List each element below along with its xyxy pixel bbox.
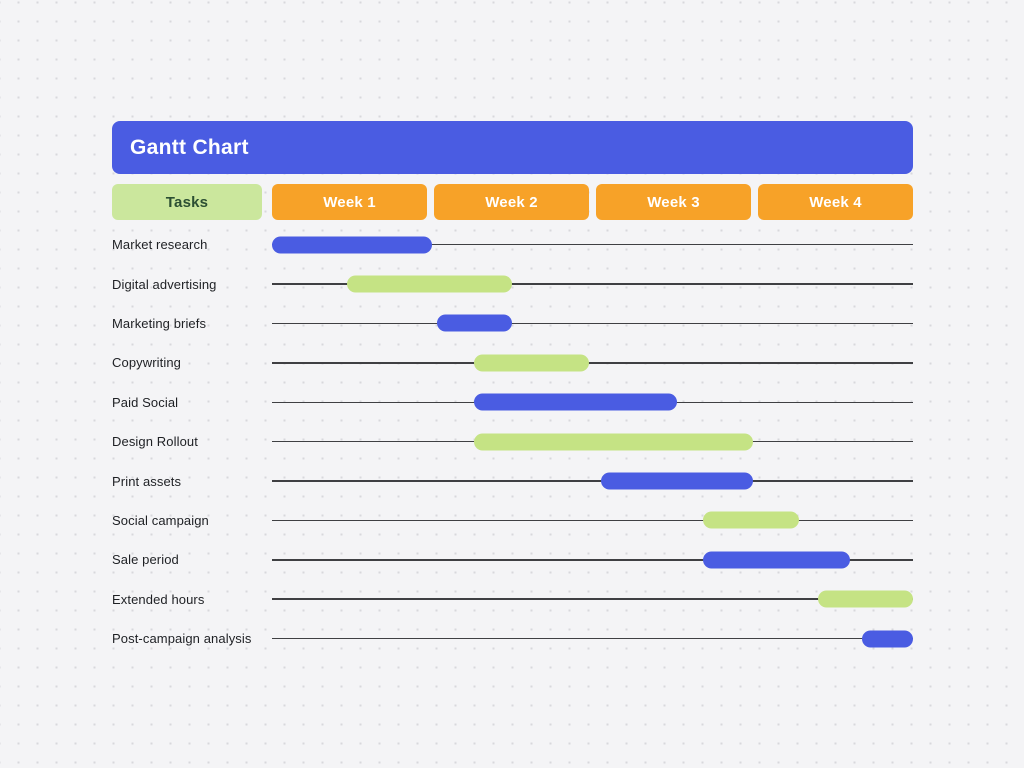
timeline-line (272, 322, 913, 325)
timeline-line (272, 480, 913, 482)
task-timeline (272, 225, 913, 264)
gantt-bar (600, 472, 753, 490)
task-row: Post-campaign analysis (112, 619, 913, 658)
task-row: Market research (112, 225, 913, 264)
column-header-week-2: Week 2 (434, 184, 589, 220)
timeline-line (272, 362, 913, 364)
timeline-line (272, 283, 913, 285)
task-timeline (272, 580, 913, 619)
gantt-chart: Gantt Chart Tasks Week 1 Week 2 Week 3 W… (112, 121, 913, 658)
task-label: Digital advertising (112, 276, 217, 292)
task-timeline (272, 540, 913, 579)
task-timeline (272, 501, 913, 540)
gantt-bar (347, 275, 513, 293)
task-row: Sale period (112, 540, 913, 579)
timeline-line (272, 519, 913, 522)
column-header-row: Tasks Week 1 Week 2 Week 3 Week 4 (112, 184, 913, 220)
task-row: Extended hours (112, 580, 913, 619)
timeline-line (272, 559, 913, 561)
task-label: Print assets (112, 473, 182, 489)
task-timeline (272, 619, 913, 658)
task-row: Social campaign (112, 501, 913, 540)
task-row: Print assets (112, 461, 913, 500)
task-row: Copywriting (112, 343, 913, 382)
column-header-week-4: Week 4 (758, 184, 913, 220)
timeline-line (272, 598, 913, 600)
task-label: Paid Social (112, 394, 179, 410)
task-row: Digital advertising (112, 264, 913, 303)
task-row: Paid Social (112, 383, 913, 422)
task-label: Social campaign (112, 512, 209, 528)
chart-title-bar: Gantt Chart (112, 121, 913, 174)
task-timeline (272, 264, 913, 303)
task-label: Design Rollout (112, 434, 198, 450)
task-timeline (272, 304, 913, 343)
task-timeline (272, 422, 913, 461)
task-rows: Market research Digital advertising Mark… (112, 225, 913, 658)
timeline-line (272, 243, 913, 246)
task-label: Post-campaign analysis (112, 631, 252, 647)
gantt-bar (272, 236, 433, 254)
column-header-week-1: Week 1 (272, 184, 427, 220)
column-header-tasks: Tasks (112, 184, 262, 220)
gantt-bar (703, 551, 851, 569)
task-label: Copywriting (112, 355, 182, 371)
gantt-bar (473, 393, 678, 411)
task-row: Marketing briefs (112, 304, 913, 343)
gantt-bar (861, 630, 913, 648)
gantt-bar (473, 354, 590, 372)
task-timeline (272, 343, 913, 382)
task-label: Extended hours (112, 591, 205, 607)
task-label: Marketing briefs (112, 315, 207, 331)
gantt-bar (818, 590, 913, 608)
gantt-bar (473, 433, 753, 451)
task-label: Market research (112, 237, 208, 253)
task-timeline (272, 383, 913, 422)
task-timeline (272, 461, 913, 500)
task-row: Design Rollout (112, 422, 913, 461)
gantt-bar (703, 511, 800, 529)
chart-title: Gantt Chart (130, 135, 249, 159)
column-header-week-3: Week 3 (596, 184, 751, 220)
timeline-line (272, 637, 913, 640)
gantt-bar (437, 314, 513, 332)
task-label: Sale period (112, 552, 179, 568)
